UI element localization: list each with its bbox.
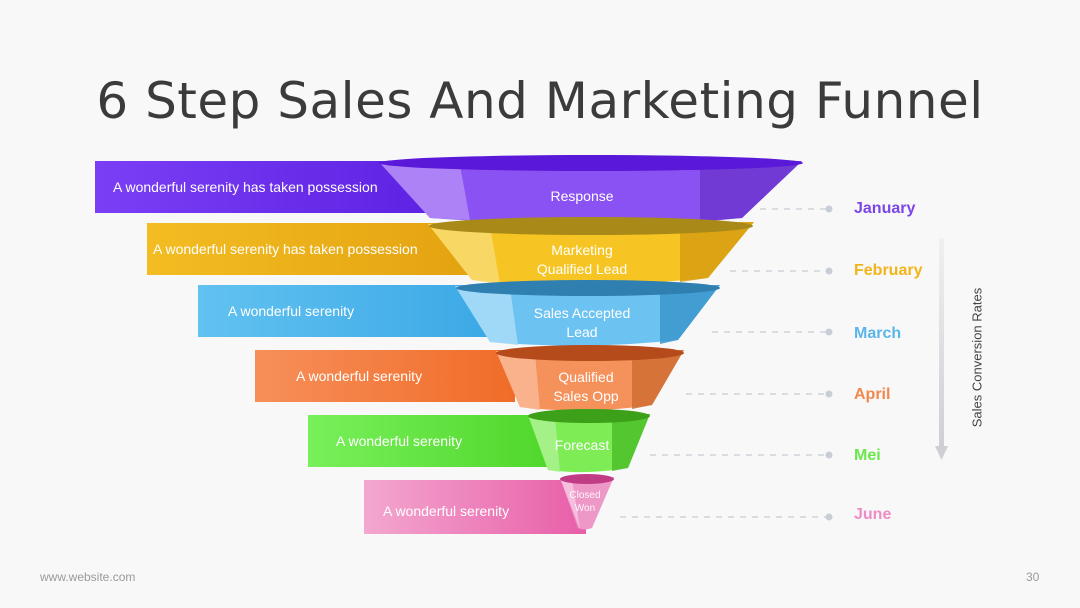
month-label-5: Mei xyxy=(854,447,881,464)
stage-label-3-line-2: Lead xyxy=(566,324,598,340)
stage-label-2-line-1: Marketing xyxy=(551,242,613,258)
month-label-3: March xyxy=(854,325,902,342)
stage-label-5: Forecast xyxy=(532,436,632,455)
stage-label-2-line-2: Qualified Lead xyxy=(536,261,628,277)
conversion-arrow xyxy=(935,238,948,460)
stage-label-4-line-2: Sales Opp xyxy=(553,388,619,404)
funnel-segment-4 xyxy=(496,345,684,411)
stage-label-5-line-1: Forecast xyxy=(554,437,610,453)
month-label-2: February xyxy=(854,262,923,279)
stage-banner-6: A wonderful serenity xyxy=(364,480,586,534)
funnel-segment-6 xyxy=(560,474,614,530)
stage-banner-4: A wonderful serenity xyxy=(255,350,515,402)
funnel-segment-1 xyxy=(379,155,803,224)
stage-banner-5: A wonderful serenity xyxy=(308,415,558,467)
stage-banner-3-text: A wonderful serenity xyxy=(228,303,355,319)
stage-banner-5-text: A wonderful serenity xyxy=(336,433,463,449)
stage-label-1: Response xyxy=(532,187,632,206)
funnel-segment-2 xyxy=(428,217,754,285)
page-number: 30 xyxy=(1026,570,1040,584)
stage-banner-4-text: A wonderful serenity xyxy=(296,368,423,384)
stage-label-3-line-1: Sales Accepted xyxy=(533,305,631,321)
month-label-6: June xyxy=(854,506,892,523)
footer-website: www.website.com xyxy=(40,570,136,584)
side-label: Sales Conversion Rates xyxy=(969,287,985,428)
stage-label-6-line-2: Won xyxy=(574,503,596,514)
stage-label-4-line-1: Qualified xyxy=(558,369,614,385)
stage-banner-3: A wonderful serenity xyxy=(198,285,498,337)
stage-banner-2-text: A wonderful serenity has taken possessio… xyxy=(153,241,418,257)
connector-lines xyxy=(620,205,833,521)
stage-banner-2: A wonderful serenity has taken possessio… xyxy=(147,223,482,275)
month-label-1: January xyxy=(854,200,916,217)
stage-label-1-line-1: Response xyxy=(550,188,614,204)
funnel-segment-3 xyxy=(455,280,720,346)
stage-banner-6-text: A wonderful serenity xyxy=(383,503,510,519)
slide-title: 6 Step Sales And Marketing Funnel xyxy=(96,72,984,130)
month-label-4: April xyxy=(854,386,891,403)
funnel-segment-5 xyxy=(528,409,650,473)
stage-label-6-line-1: Closed xyxy=(569,490,601,501)
stage-banner-1-text: A wonderful serenity has taken possessio… xyxy=(113,179,378,195)
